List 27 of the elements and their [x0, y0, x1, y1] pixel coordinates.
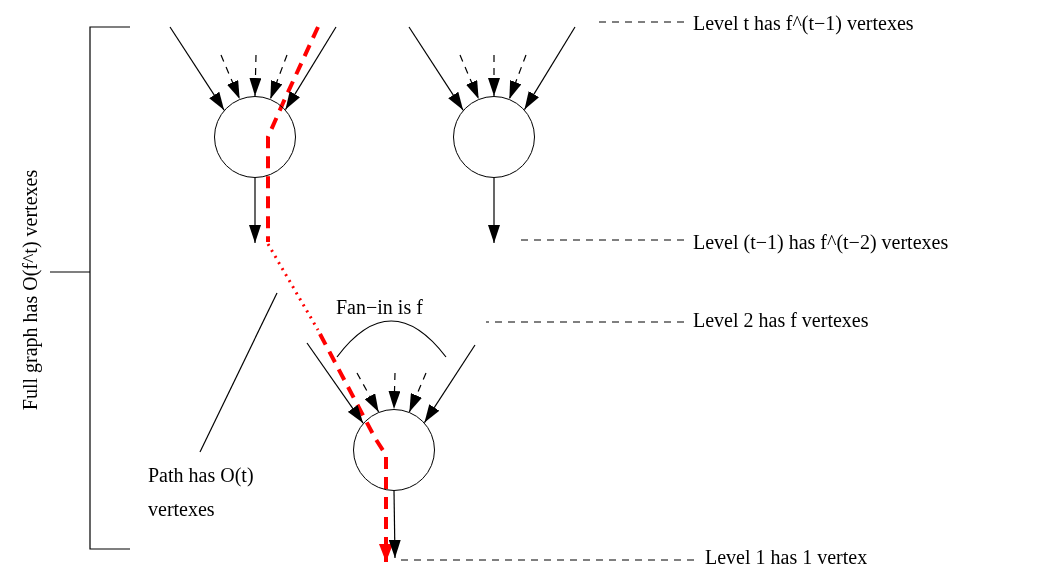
arrow: [459, 54, 480, 100]
arrow: [169, 26, 225, 111]
leader-line: [199, 292, 278, 453]
arrow: [269, 54, 288, 100]
arrow: [249, 177, 261, 244]
level-label: Path has O(t) vertexes: [148, 463, 255, 522]
arrow: [488, 54, 500, 97]
arrow: [306, 342, 364, 424]
level-label: Level (t−1) has f^(t−2) vertexes: [693, 230, 950, 256]
arrow: [488, 177, 500, 244]
dashed-leader-line: [485, 321, 685, 323]
arrow: [408, 26, 464, 111]
level-label: Level 2 has f vertexes: [693, 308, 870, 333]
arrow: [423, 344, 476, 424]
arrow: [508, 54, 527, 100]
arrow: [356, 372, 380, 413]
level-label: Level t has f^(t−1) vertexes: [693, 11, 915, 37]
vertical-label: Full graph has O(f^t) vertexes: [18, 169, 43, 411]
arrow: [388, 490, 401, 559]
arrow: [388, 372, 401, 410]
arrow: [408, 372, 427, 413]
fan-in-label: Fan−in is f: [336, 295, 423, 320]
arrow: [284, 26, 337, 111]
level-label: Level 1 has 1 vertex: [705, 545, 869, 566]
arrow: [523, 26, 576, 111]
arrow: [220, 54, 241, 100]
arrow: [249, 54, 262, 97]
